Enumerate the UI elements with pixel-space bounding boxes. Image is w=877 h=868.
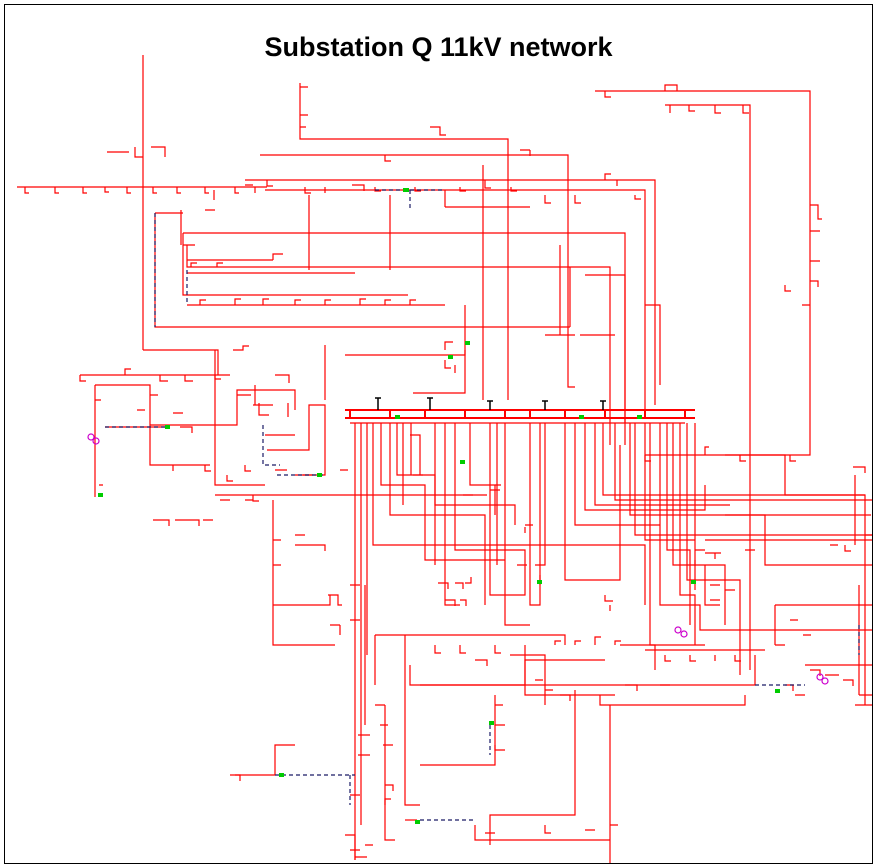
busbar-marker-icon	[427, 398, 433, 410]
feeder-central	[325, 305, 645, 860]
feeder-right	[565, 423, 872, 705]
feeder-top-left	[17, 147, 625, 445]
switch-icon	[448, 355, 453, 359]
busbar-marker-icon	[600, 401, 606, 410]
busbar-markers	[375, 398, 606, 410]
switch-icon	[637, 415, 642, 419]
transformers	[88, 434, 828, 684]
switch-icon	[395, 415, 400, 419]
switch-icon	[415, 820, 420, 824]
switch-icon	[465, 341, 470, 345]
switch-icon	[489, 721, 494, 725]
feeder-lower	[230, 635, 755, 863]
feeder-left	[80, 55, 475, 645]
switch-icon	[98, 493, 103, 497]
busbar-marker-icon	[375, 398, 381, 410]
switches	[98, 188, 780, 824]
diagram-frame: Substation Q 11kV network	[4, 4, 873, 864]
switch-icon	[317, 473, 322, 477]
network-diagram	[5, 5, 872, 863]
switch-icon	[579, 415, 584, 419]
switch-icon	[691, 580, 696, 584]
switch-icon	[403, 188, 409, 192]
switch-icon	[537, 580, 542, 584]
transformer-icon	[88, 434, 99, 444]
feeder-lines	[17, 55, 872, 863]
switch-icon	[165, 425, 170, 429]
transformer-icon	[675, 627, 687, 637]
switch-icon	[279, 773, 284, 777]
busbar-marker-icon	[487, 401, 493, 410]
switch-icon	[775, 689, 780, 693]
busbar-marker-icon	[542, 401, 548, 410]
switch-icon	[460, 460, 465, 464]
feeder-top-middle	[245, 83, 822, 670]
